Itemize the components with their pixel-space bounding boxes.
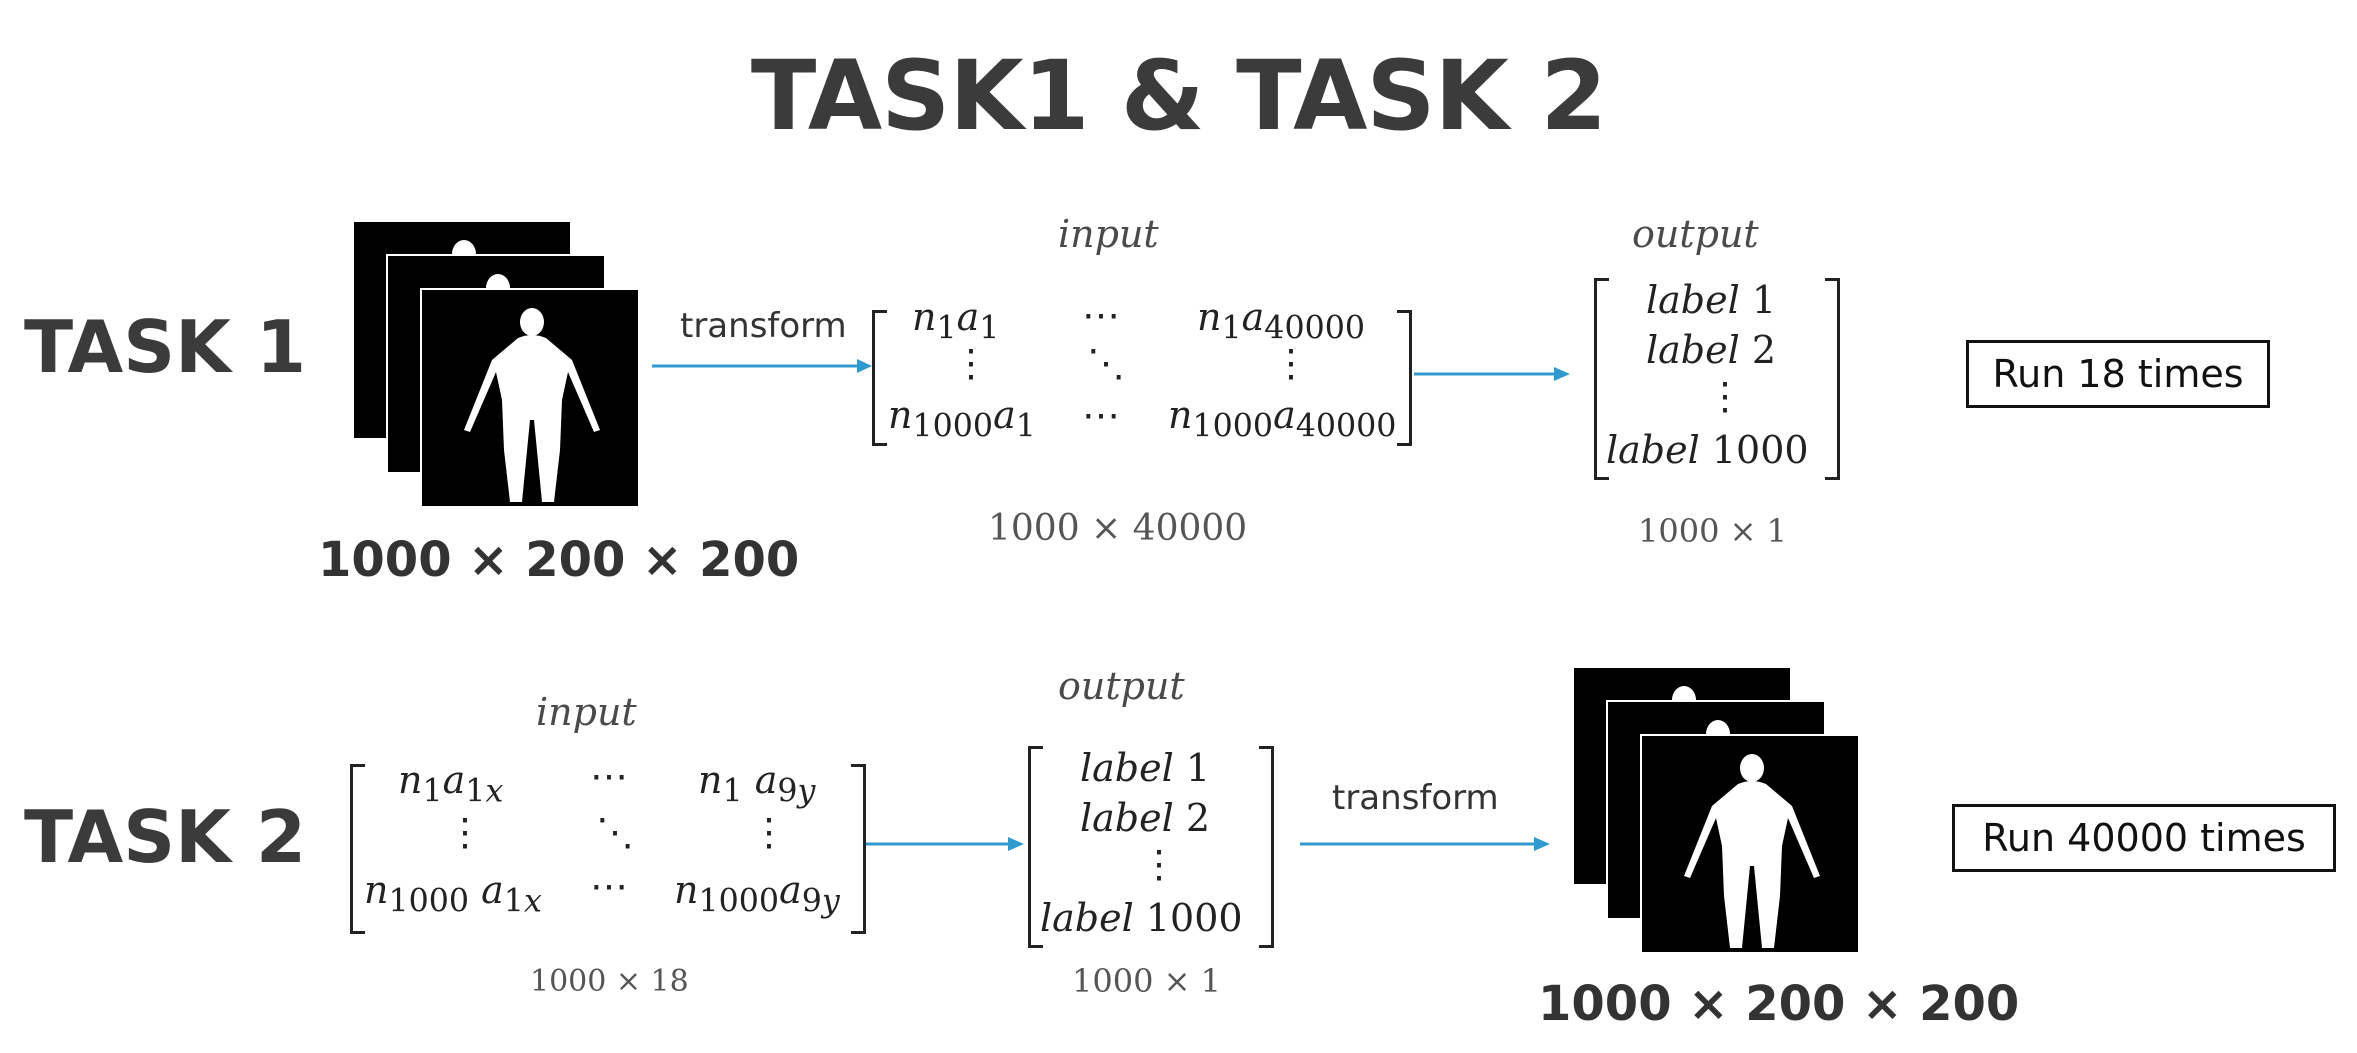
matrix-cell: ⋯ xyxy=(1082,393,1120,437)
right-arrow-icon xyxy=(652,359,872,373)
matrix-cell: ⋮ xyxy=(1272,341,1310,385)
vector-cell: label 1000 xyxy=(1040,896,1243,940)
task1-input-matrix: n1a1 ⋯ n1a40000 ⋮ ⋱ ⋮ n1000a1 ⋯ n1000a40… xyxy=(872,293,1412,446)
task2-input-matrix: n1a1x ⋯ n1 a9y ⋮ ⋱ ⋮ n1000 a1x ⋯ n1000a9… xyxy=(350,754,866,934)
task1-transform-label: transform xyxy=(680,306,847,346)
task2-input-caption: input xyxy=(536,690,637,734)
right-bracket xyxy=(1259,746,1274,948)
matrix-cell: n1000 a1x xyxy=(364,868,542,920)
human-silhouette-icon xyxy=(1684,754,1820,948)
task1-input-caption: input xyxy=(1058,212,1159,256)
right-bracket xyxy=(1397,310,1412,446)
right-bracket xyxy=(1825,278,1840,480)
left-bracket xyxy=(872,310,887,446)
task2-output-dims: 1000 × 1 xyxy=(1072,962,1221,1000)
left-bracket xyxy=(1594,278,1609,480)
matrix-cell: ⋯ xyxy=(590,754,628,798)
vector-cell: ⋮ xyxy=(1140,842,1178,886)
task2-label: TASK 2 xyxy=(24,795,307,879)
task1-run-box: Run 18 times xyxy=(1966,340,2270,408)
matrix-cell: ⋯ xyxy=(1082,293,1120,337)
task2-image-dims: 1000 × 200 × 200 xyxy=(1538,976,2020,1032)
right-arrow-icon xyxy=(1300,837,1550,851)
matrix-cell: ⋮ xyxy=(750,810,788,854)
task2-output-vector: label 1 label 2 ⋮ label 1000 xyxy=(1028,746,1274,948)
task1-label: TASK 1 xyxy=(24,305,307,389)
task2-transform-label: transform xyxy=(1332,778,1499,818)
matrix-cell: ⋮ xyxy=(952,341,990,385)
matrix-cell: ⋱ xyxy=(1087,341,1125,385)
matrix-cell: ⋱ xyxy=(596,810,634,854)
matrix-cell: n1 a9y xyxy=(698,758,816,810)
vector-cell: ⋮ xyxy=(1706,374,1744,418)
matrix-cell: n1a40000 xyxy=(1197,295,1366,347)
matrix-cell: ⋮ xyxy=(446,810,484,854)
vector-cell: label 1 xyxy=(1646,278,1777,322)
right-arrow-icon xyxy=(866,837,1024,851)
matrix-cell: ⋯ xyxy=(590,864,628,908)
task1-image-dims: 1000 × 200 × 200 xyxy=(318,532,800,588)
left-bracket xyxy=(350,764,365,934)
vector-cell: label 2 xyxy=(1080,796,1211,840)
vector-cell: label 1 xyxy=(1080,746,1211,790)
matrix-cell: n1000a9y xyxy=(674,868,840,920)
task1-output-vector: label 1 label 2 ⋮ label 1000 xyxy=(1594,278,1840,480)
task2-output-caption: output xyxy=(1058,664,1185,708)
task1-output-caption: output xyxy=(1632,212,1759,256)
matrix-cell: n1000a40000 xyxy=(1168,393,1397,445)
task1-input-dims: 1000 × 40000 xyxy=(988,508,1248,549)
matrix-cell: n1a1x xyxy=(398,758,504,810)
image-frame xyxy=(420,288,640,508)
task2-image-stack xyxy=(1572,666,1862,956)
vector-cell: label 1000 xyxy=(1606,428,1809,472)
image-frame xyxy=(1640,734,1860,954)
right-bracket xyxy=(851,764,866,934)
right-arrow-icon xyxy=(1414,367,1570,381)
task1-output-dims: 1000 × 1 xyxy=(1638,512,1787,550)
matrix-cell: n1a1 xyxy=(912,295,1000,347)
page-title: TASK1 & TASK 2 xyxy=(750,40,1607,152)
left-bracket xyxy=(1028,746,1043,948)
vector-cell: label 2 xyxy=(1646,328,1777,372)
task2-run-box: Run 40000 times xyxy=(1952,804,2336,872)
task1-image-stack xyxy=(352,220,642,510)
matrix-cell: n1000a1 xyxy=(888,393,1036,445)
task2-input-dims: 1000 × 18 xyxy=(530,964,689,999)
human-silhouette-icon xyxy=(464,308,600,502)
